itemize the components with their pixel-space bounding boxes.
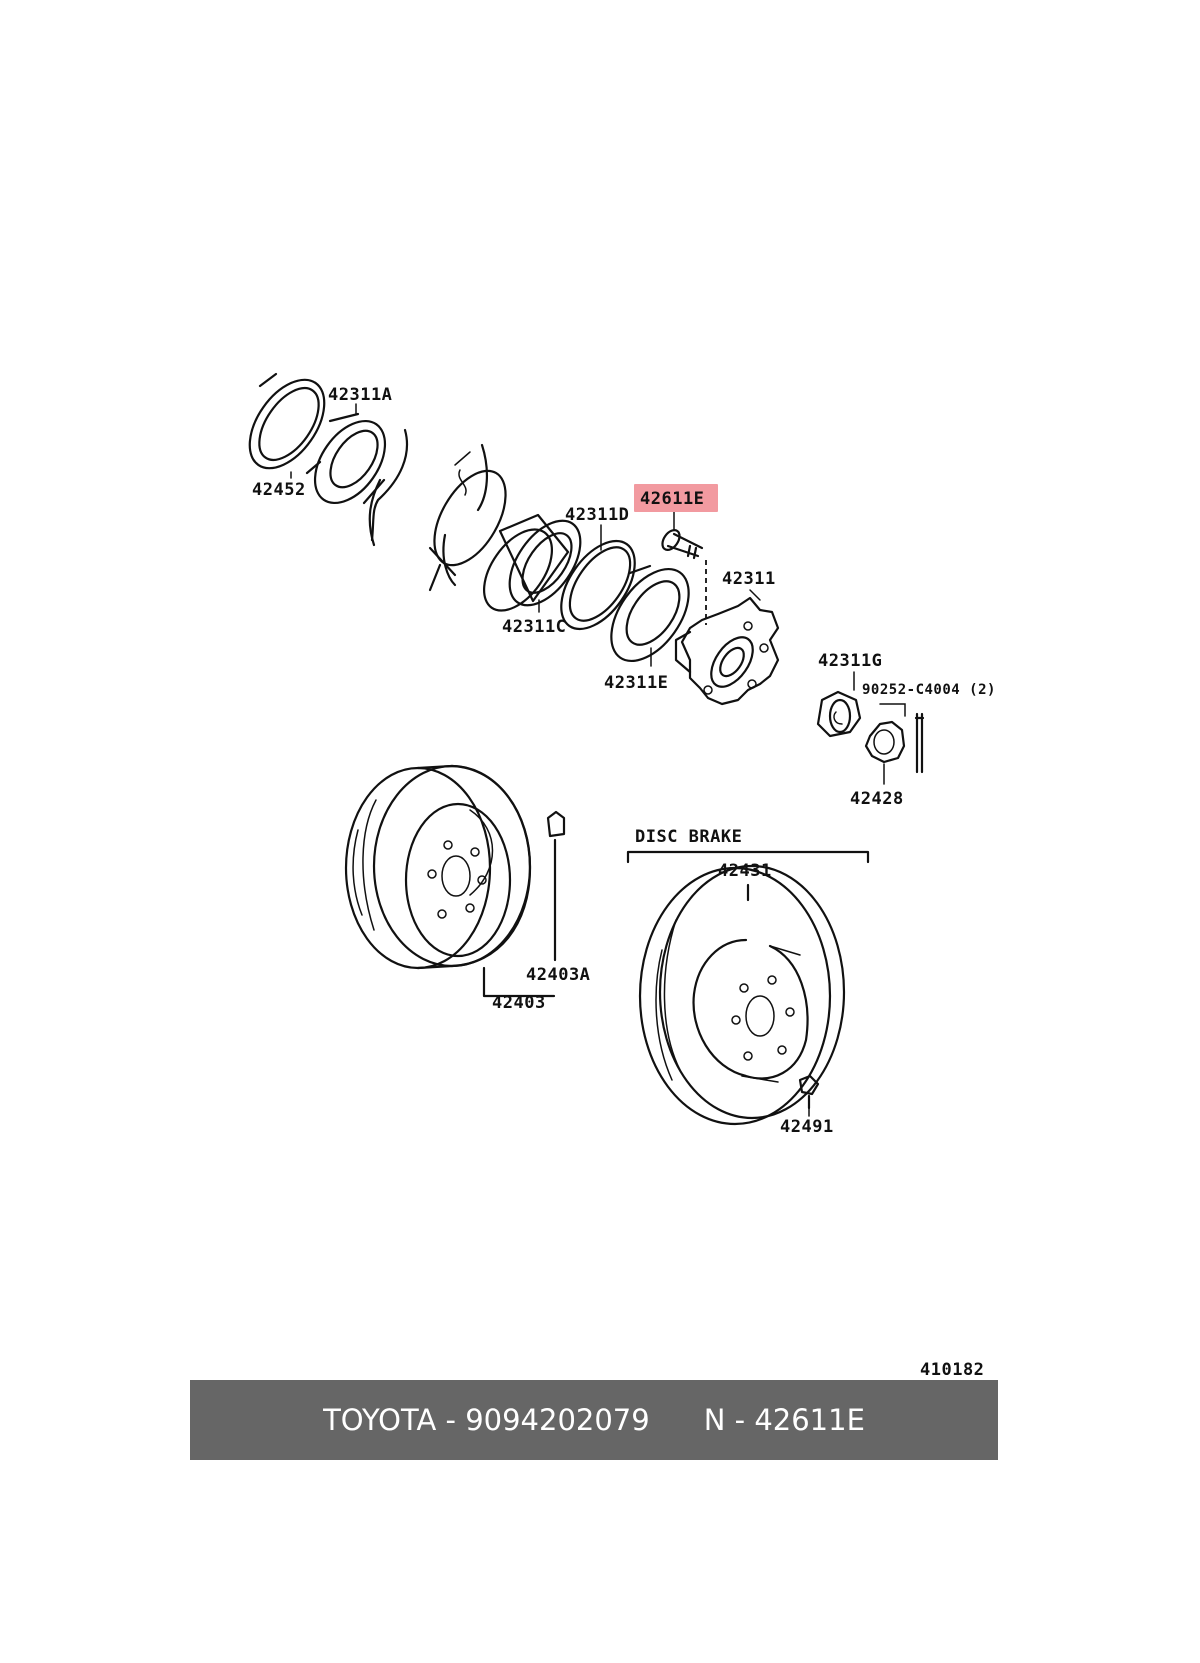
label-42431: 42431 [718,861,772,881]
label-42428: 42428 [850,789,904,809]
part-90252-cotter-pin [914,712,925,774]
disc-brake-bracket [626,850,870,902]
part-42311D-ring [560,539,636,631]
part-42431-disc-rotor [638,864,846,1126]
part-42452-seal [248,372,326,475]
label-disc-brake: DISC BRAKE [635,827,742,847]
highlight-box [634,484,718,512]
part-42311-hub [674,596,780,706]
label-42311A: 42311A [328,385,392,405]
footer-banner: TOYOTA - 9094202079 N - 42611E [190,1380,998,1460]
part-42403-brake-drum [344,764,556,998]
label-42611E: 42611E [640,489,704,509]
knuckle-outline [368,428,507,592]
label-42491: 42491 [780,1117,834,1137]
label-42452: 42452 [252,480,306,500]
ref-number: 410182 [920,1360,984,1380]
footer-ref-part: N - 42611E [703,1403,865,1437]
label-42403: 42403 [492,993,546,1013]
label-90252: 90252-C4004 (2) [862,682,996,698]
footer-brand-part: TOYOTA - 9094202079 [323,1403,650,1437]
label-42311C: 42311C [502,617,566,637]
part-42491-screw [798,1074,820,1110]
part-42611E-hub-bolt [661,529,704,560]
label-42311E: 42311E [604,673,668,693]
label-42311G: 42311G [818,651,882,671]
part-42311A-bearing [313,412,387,505]
label-42311: 42311 [722,569,776,589]
label-42311D: 42311D [565,505,629,525]
part-42403A-plug [546,810,566,962]
part-42428-lock-cap [864,720,906,764]
part-42311G-nut [816,690,862,738]
leader-lines [290,403,906,1117]
part-42311E-seal [610,564,690,663]
part-42311C-bearing [482,513,582,612]
label-42403A: 42403A [526,965,590,985]
